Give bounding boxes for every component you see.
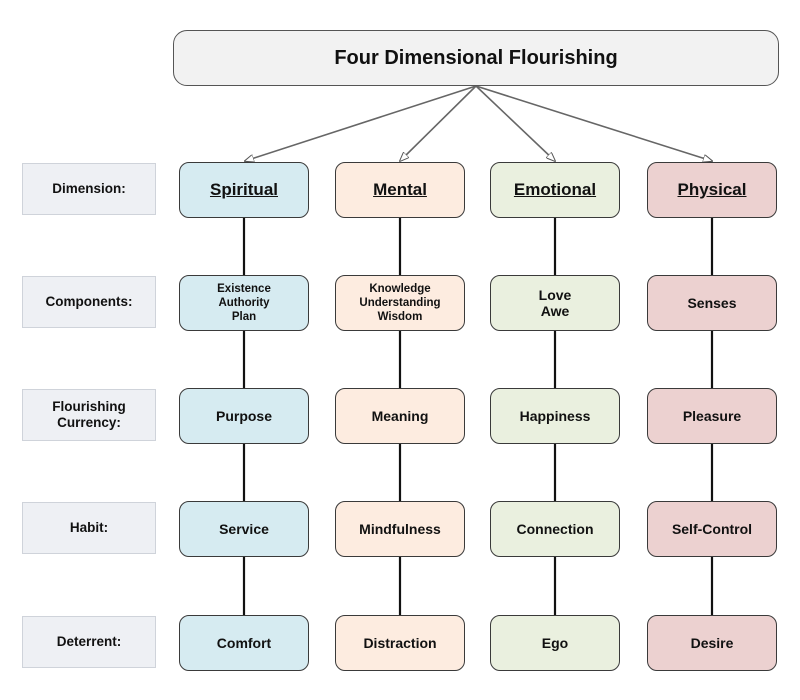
mental-deterrent-box: Distraction (335, 615, 465, 671)
spiritual-components-box: Existence Authority Plan (179, 275, 309, 331)
physical-dimension-box: Physical (647, 162, 777, 218)
physical-habit-box: Self-Control (647, 501, 777, 557)
spiritual-habit-box: Service (179, 501, 309, 557)
row-label-currency: Flourishing Currency: (22, 389, 156, 441)
physical-deterrent-box: Desire (647, 615, 777, 671)
arrow-emotional (475, 85, 555, 161)
mental-currency-box: Meaning (335, 388, 465, 444)
emotional-components-box: Love Awe (490, 275, 620, 331)
diagram-title: Four Dimensional Flourishing (173, 30, 779, 86)
spiritual-deterrent-box: Comfort (179, 615, 309, 671)
physical-currency-box: Pleasure (647, 388, 777, 444)
emotional-habit-box: Connection (490, 501, 620, 557)
arrow-physical (475, 85, 712, 161)
row-label-dimension: Dimension: (22, 163, 156, 215)
arrow-spiritual (245, 85, 477, 161)
emotional-deterrent-box: Ego (490, 615, 620, 671)
emotional-currency-box: Happiness (490, 388, 620, 444)
row-label-habit: Habit: (22, 502, 156, 554)
physical-components-box: Senses (647, 275, 777, 331)
row-label-deterrent: Deterrent: (22, 616, 156, 668)
emotional-dimension-box: Emotional (490, 162, 620, 218)
mental-dimension-box: Mental (335, 162, 465, 218)
column-connectors (242, 218, 714, 616)
mental-components-box: Knowledge Understanding Wisdom (335, 275, 465, 331)
arrow-mental (400, 85, 477, 161)
spiritual-currency-box: Purpose (179, 388, 309, 444)
mental-habit-box: Mindfulness (335, 501, 465, 557)
spiritual-dimension-box: Spiritual (179, 162, 309, 218)
title-arrows (245, 85, 712, 161)
row-label-components: Components: (22, 276, 156, 328)
